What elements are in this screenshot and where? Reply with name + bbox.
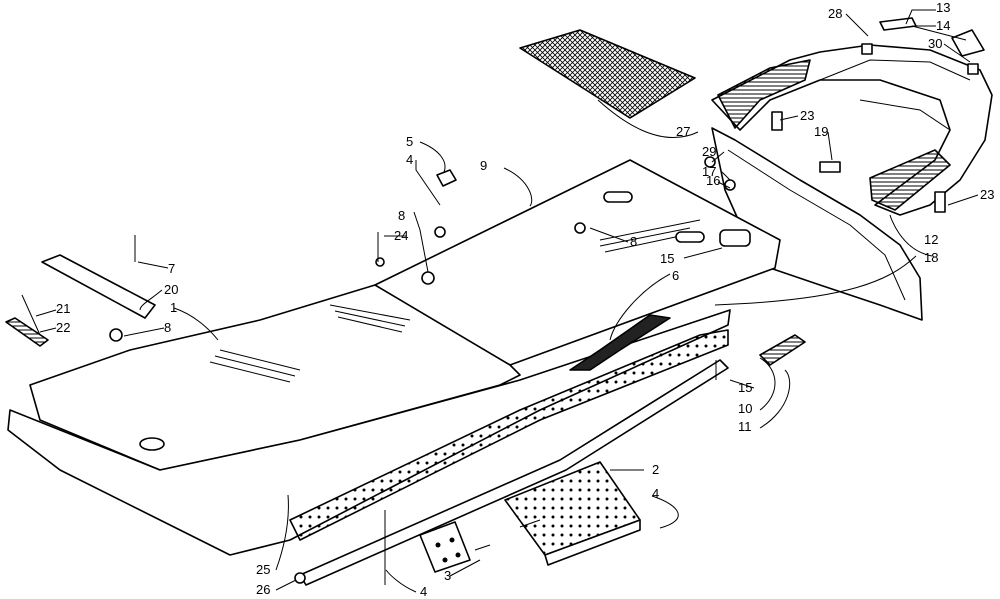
callout-22: 22 (56, 320, 70, 335)
callout-14: 14 (936, 18, 950, 33)
callout-8-left: 8 (164, 320, 171, 335)
callout-8-upper: 8 (398, 208, 405, 223)
callout-25: 25 (256, 562, 270, 577)
leader-lines (35, 9, 979, 593)
callout-12: 12 (924, 232, 938, 247)
callout-15-lower: 15 (738, 380, 752, 395)
rear-footrest (759, 334, 806, 366)
decal (569, 314, 671, 371)
front-bracket (5, 317, 49, 347)
callout-16: 16 (706, 173, 720, 188)
callout-labels: 13 14 28 30 27 23 19 29 17 16 23 5 4 9 8… (56, 0, 994, 599)
callout-20: 20 (164, 282, 178, 297)
callout-23-upper: 23 (800, 108, 814, 123)
tunnel-side-panel (7, 309, 731, 556)
callout-21: 21 (56, 301, 70, 316)
foot-plate (504, 461, 641, 566)
callout-15-upper: 15 (660, 251, 674, 266)
callout-28: 28 (828, 6, 842, 21)
callout-23-right: 23 (980, 187, 994, 202)
callout-24: 24 (394, 228, 408, 243)
callout-4-right: 4 (652, 486, 659, 501)
callout-5: 5 (406, 134, 413, 149)
callout-26: 26 (256, 582, 270, 597)
callout-27: 27 (676, 124, 690, 139)
callout-9: 9 (480, 158, 487, 173)
callout-3: 3 (444, 568, 451, 583)
running-board-rail (294, 359, 729, 586)
seat-pad (519, 29, 696, 119)
rear-bumper (711, 44, 993, 216)
callout-1: 1 (170, 300, 177, 315)
callout-7: 7 (168, 261, 175, 276)
callout-6: 6 (672, 268, 679, 283)
small-plate (419, 521, 471, 573)
callout-19: 19 (814, 124, 828, 139)
callout-2: 2 (652, 462, 659, 477)
callout-17: 17 (702, 164, 716, 179)
callout-8-middle: 8 (630, 234, 637, 249)
callout-11: 11 (738, 419, 752, 434)
callout-4-upper: 4 (406, 152, 413, 167)
callout-29: 29 (702, 144, 716, 159)
callout-18: 18 (924, 250, 938, 265)
callout-4-bottom: 4 (420, 584, 427, 599)
fasteners (21, 17, 985, 585)
callout-10: 10 (738, 401, 752, 416)
callout-30: 30 (928, 36, 942, 51)
callout-13: 13 (936, 0, 950, 15)
side-handle (41, 254, 156, 319)
